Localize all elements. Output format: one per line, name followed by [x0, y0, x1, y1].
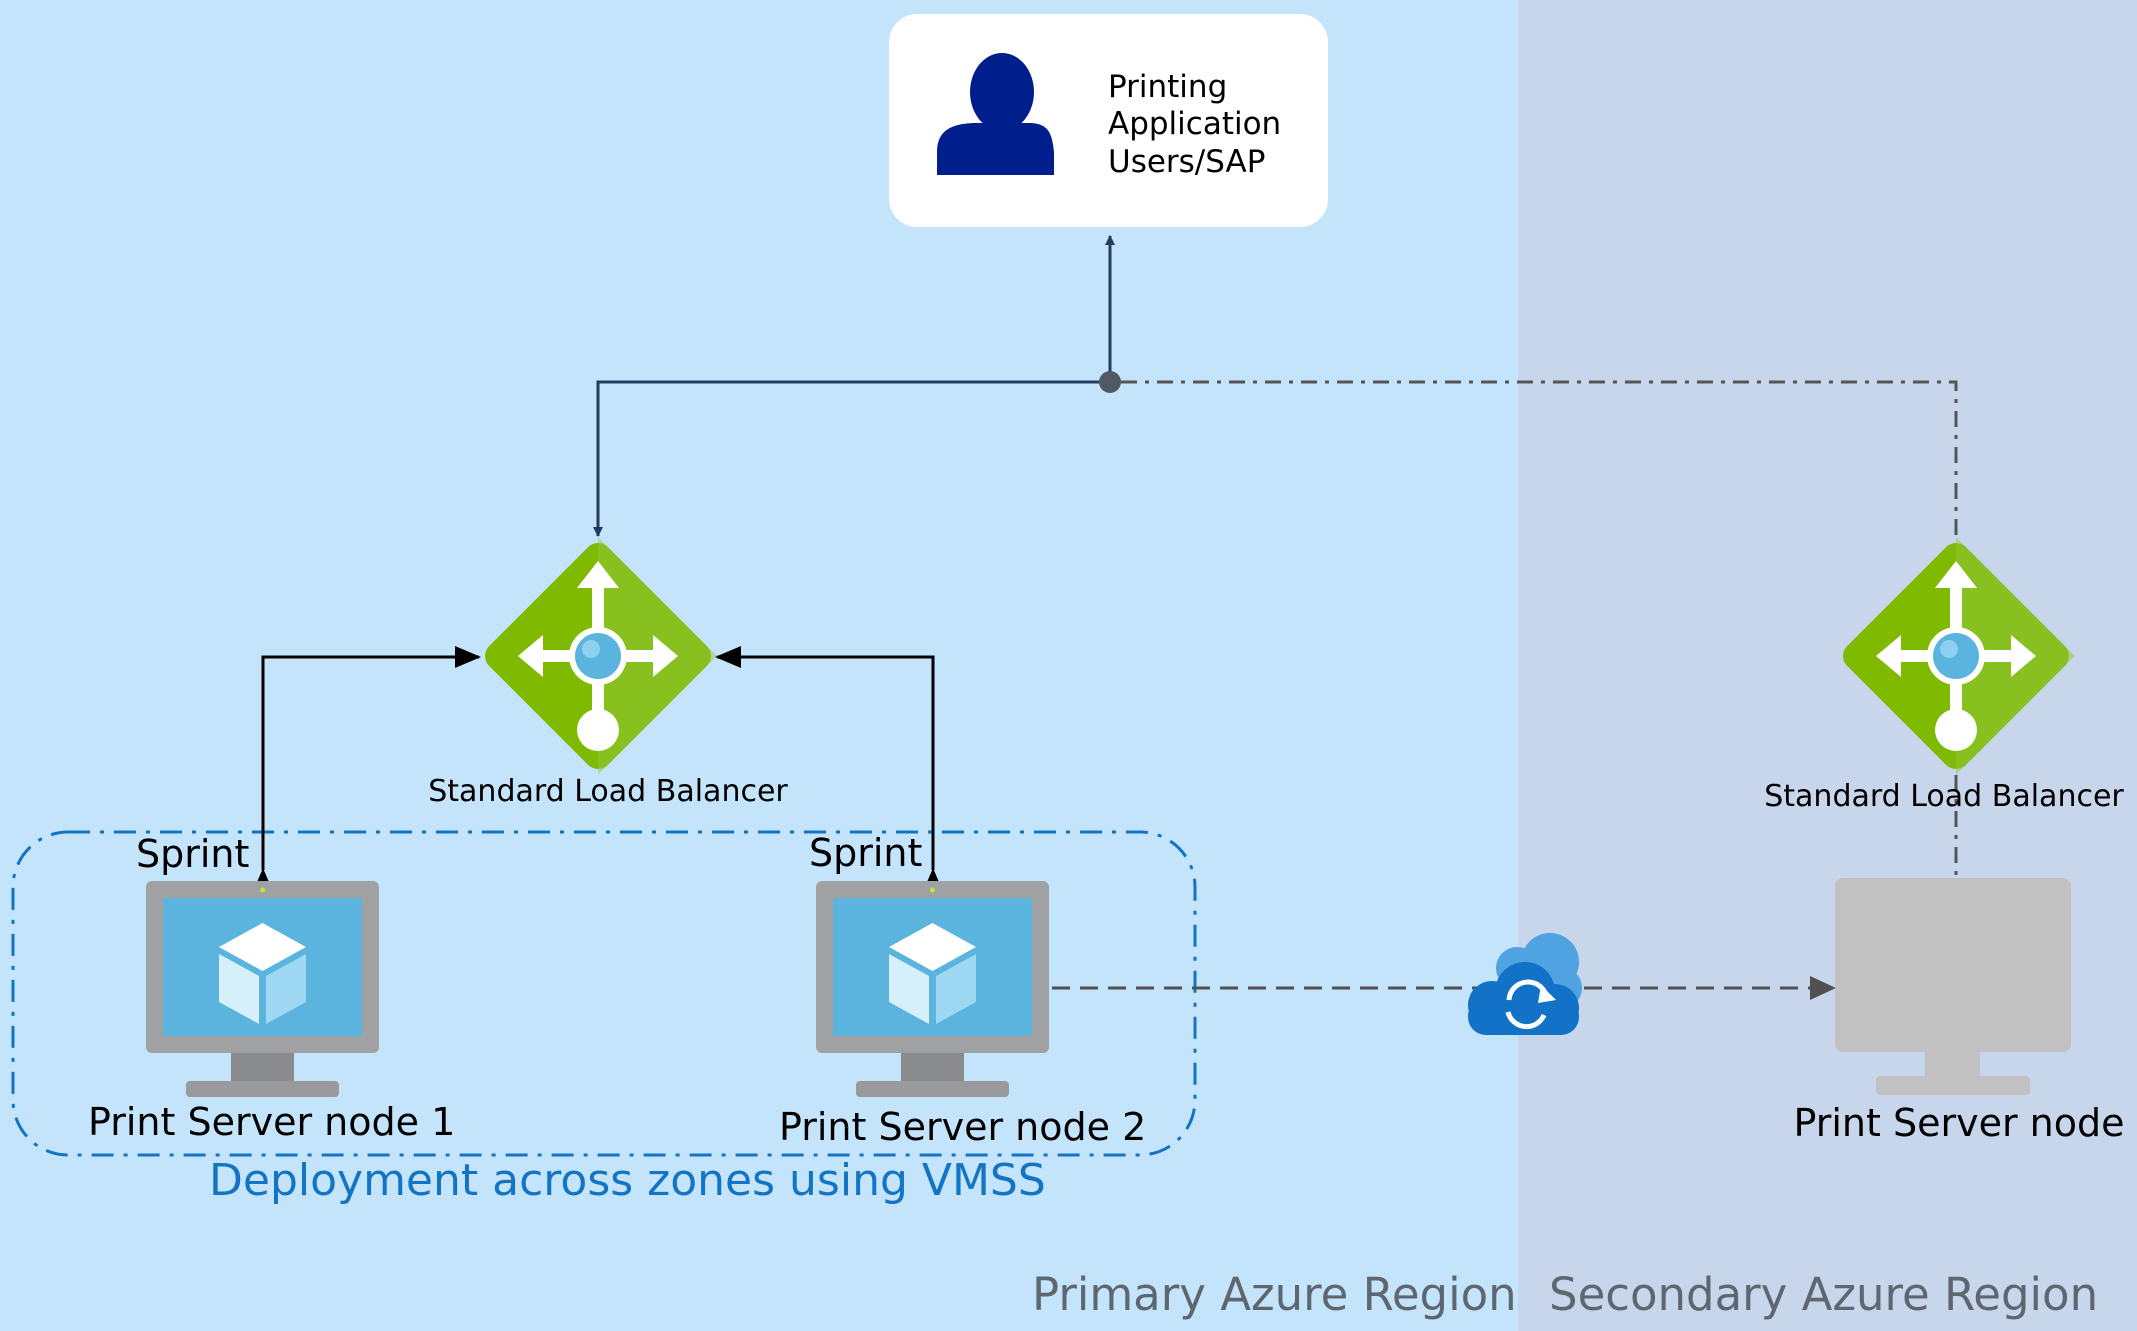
secondary-region-label: Secondary Azure Region	[1549, 1268, 2098, 1321]
lb-to-node1-connector	[252, 646, 481, 894]
users-label-line3: Users/SAP	[1108, 144, 1265, 180]
secondary-node-vm-icon	[1835, 878, 2071, 1095]
users-label-line1: Printing	[1108, 69, 1227, 105]
node1-label: Print Server node 1	[88, 1100, 455, 1144]
lb-to-node2-connector	[715, 646, 944, 894]
secondary-lb-label: Standard Load Balancer	[1764, 779, 2124, 814]
connector-to-primary-lb	[593, 380, 1110, 537]
connector-junction	[1099, 371, 1121, 393]
primary-region-label: Primary Azure Region	[1032, 1268, 1517, 1321]
users-label-line2: Application	[1108, 106, 1281, 142]
secondary-node-label: Print Server node	[1793, 1101, 2124, 1145]
node2-label: Print Server node 2	[779, 1105, 1146, 1149]
connector-secondary-dashdot	[1121, 380, 1958, 538]
vmss-group-box	[11, 830, 1197, 1157]
cloud-sync-icon	[1468, 933, 1582, 1035]
user-icon	[937, 53, 1054, 175]
primary-lb-label: Standard Load Balancer	[428, 774, 788, 809]
vmss-group-label: Deployment across zones using VMSS	[209, 1155, 1046, 1206]
node2-tag: Sprint	[809, 831, 922, 875]
node1-tag: Sprint	[136, 832, 249, 876]
